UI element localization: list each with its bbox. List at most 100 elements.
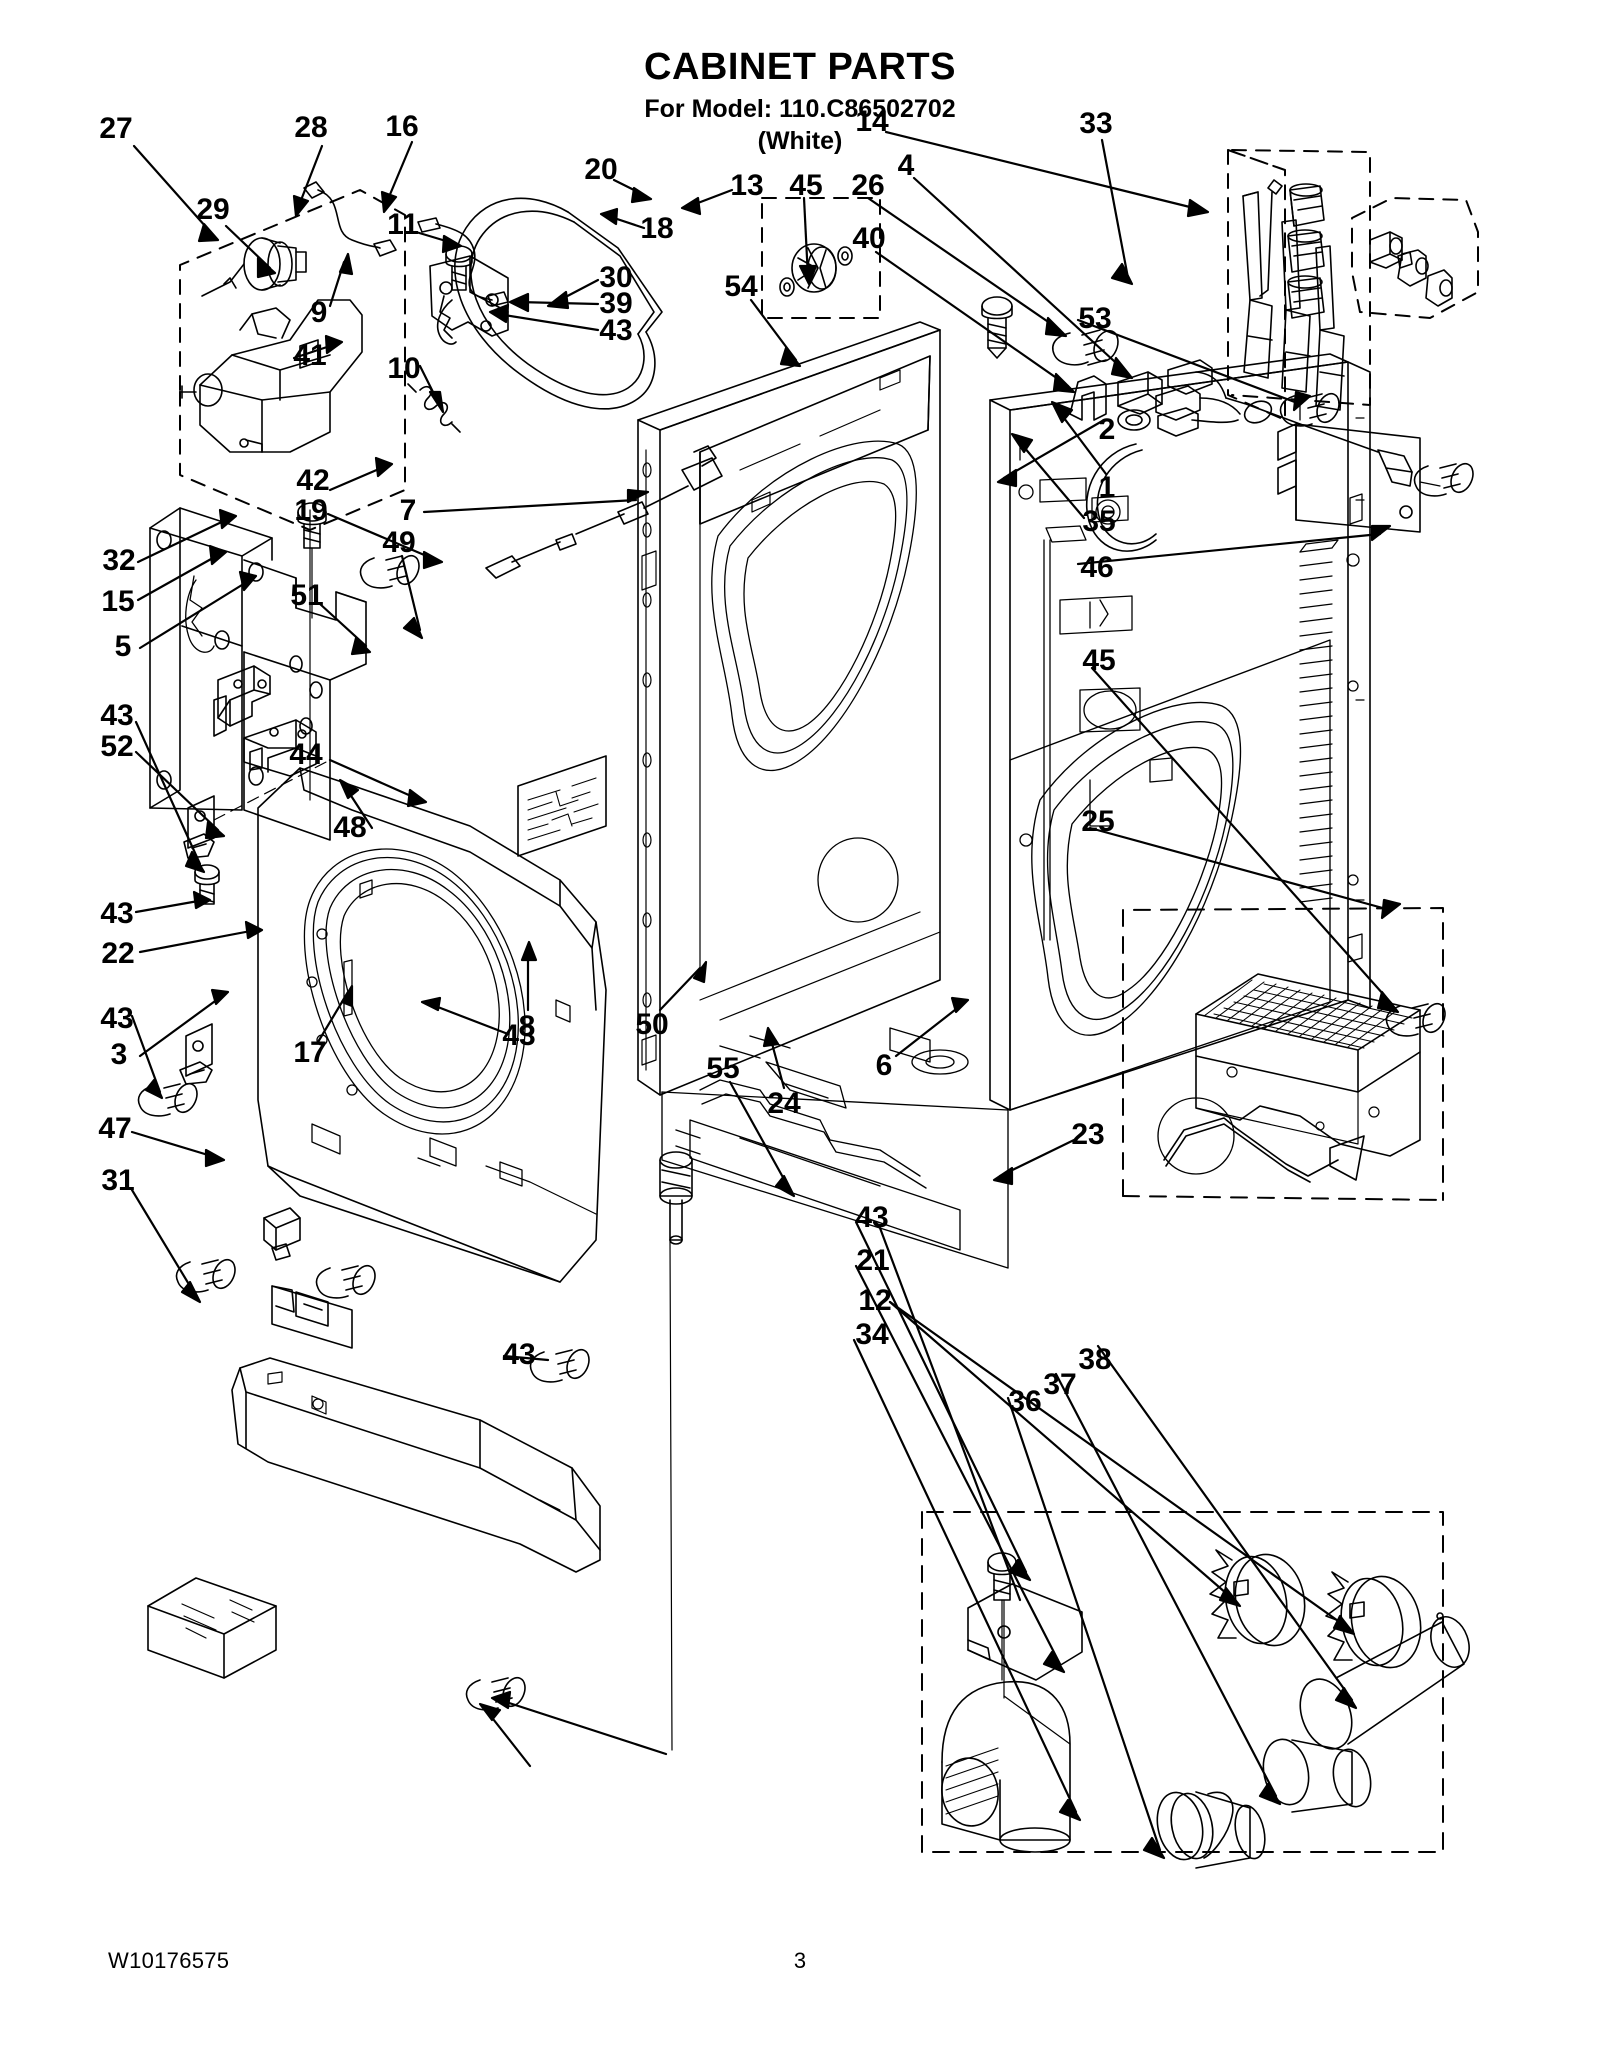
callout-idler-assembly-group[interactable]: 13 <box>730 169 764 202</box>
callout-idler-washer[interactable]: 20 <box>584 153 618 186</box>
callout-lint-screen[interactable]: 6 <box>875 1049 893 1082</box>
callout-exhaust-coupler[interactable]: 37 <box>1043 1368 1077 1401</box>
callout-front-panel[interactable]: 51 <box>290 579 324 612</box>
group-outline-strain-relief <box>1351 197 1479 319</box>
top-panel-bracket <box>699 355 931 525</box>
callout-exhaust-duct[interactable]: 38 <box>1078 1343 1112 1376</box>
callout-screw-43-c[interactable]: 43 <box>100 897 134 930</box>
callout-idler-pulley[interactable]: 18 <box>640 212 674 245</box>
callout-top-panel-bracket[interactable]: 54 <box>724 270 758 303</box>
callout-wiring-diagram-label[interactable]: 49 <box>382 526 416 559</box>
strain-relief-clips <box>1369 231 1453 307</box>
callout-terminal-block-group[interactable]: 14 <box>855 105 889 138</box>
callout-toe-panel[interactable]: 47 <box>98 1112 132 1145</box>
rear-panel <box>1347 361 1371 1009</box>
thermistor-harness <box>485 445 723 579</box>
callout-wire-harness-short[interactable]: 28 <box>294 111 328 144</box>
callout-belt-switch-lever[interactable]: 15 <box>101 585 135 618</box>
callout-vent-cap[interactable]: 12 <box>858 1284 892 1317</box>
document-number: W10176575 <box>108 1948 230 1973</box>
door-opening <box>303 848 526 1135</box>
callout-screw-53[interactable]: 53 <box>1078 302 1112 335</box>
toe-panel <box>231 1357 601 1573</box>
callout-lint-screen-handle[interactable]: 23 <box>1071 1118 1105 1151</box>
callout-exhaust-clamp[interactable]: 36 <box>1008 1385 1042 1418</box>
callout-thermostat-harness[interactable]: 4 <box>897 149 915 182</box>
callout-motor-clamp[interactable]: 9 <box>310 296 328 329</box>
blower-wheel <box>201 237 307 297</box>
callout-door-catch[interactable]: 22 <box>101 937 135 970</box>
motor-mount-bracket <box>149 507 367 841</box>
screw-45-top <box>981 296 1013 359</box>
screw-17 <box>315 1264 376 1299</box>
callout-screw-45-top[interactable]: 45 <box>789 169 823 202</box>
leader-lines <box>130 130 1402 1860</box>
callout-screw-45-lower[interactable]: 45 <box>1082 644 1116 677</box>
callout-screw-26[interactable]: 26 <box>851 169 885 202</box>
callout-screw-43-e[interactable]: 43 <box>502 1019 536 1052</box>
callout-motor-mount-bracket[interactable]: 32 <box>102 544 136 577</box>
callout-idler-lever[interactable]: 39 <box>599 287 633 320</box>
callout-leveling-leg[interactable]: 8 <box>518 1010 536 1043</box>
callout-rear-panel[interactable]: 35 <box>1082 505 1116 538</box>
thermostat-harness <box>1085 359 1413 552</box>
callout-motor-assembly-group[interactable]: 27 <box>99 112 133 145</box>
callout-door-gasket[interactable]: 48 <box>333 811 367 844</box>
callout-wire-harness-long[interactable]: 16 <box>385 110 419 143</box>
door-catch <box>263 1207 301 1261</box>
callout-lint-screen-group[interactable]: 25 <box>1081 805 1115 838</box>
screw-43-e <box>529 1348 590 1383</box>
callout-terminal-cover[interactable]: 1 <box>1098 471 1116 504</box>
screw-42 <box>359 554 420 589</box>
clip-40 <box>1069 375 1107 421</box>
door-strike <box>271 1285 353 1349</box>
callout-door-strike-bracket[interactable]: 52 <box>100 730 134 763</box>
group-outline-exhaust <box>921 1511 1444 1853</box>
callout-cabinet[interactable]: 24 <box>767 1087 801 1120</box>
callout-idler-bracket-screw[interactable]: 11 <box>387 208 419 241</box>
callout-drive-belt[interactable]: 30 <box>599 261 633 294</box>
callout-blower-wheel[interactable]: 29 <box>196 193 230 226</box>
callout-clip-40[interactable]: 40 <box>852 222 886 255</box>
callout-door-strike[interactable]: 3 <box>110 1038 128 1071</box>
callout-screw-43-d[interactable]: 43 <box>100 1002 134 1035</box>
idler-pulley <box>779 243 853 297</box>
exhaust-duct <box>1299 1612 1470 1750</box>
callout-thermistor-harness[interactable]: 19 <box>294 494 328 527</box>
callout-screw-43-b[interactable]: 43 <box>100 699 134 732</box>
callout-exhaust-elbow[interactable]: 34 <box>855 1318 889 1351</box>
terminal-block-group <box>1242 179 1345 411</box>
callout-screw-43-f[interactable]: 43 <box>502 1338 536 1371</box>
callout-door-seal[interactable]: 44 <box>289 738 323 771</box>
callout-cabinet-side-vent[interactable]: 46 <box>1080 551 1114 584</box>
callout-exhaust-cover-plate[interactable]: 21 <box>856 1244 890 1277</box>
exhaust-elbow <box>941 1680 1071 1853</box>
callout-idler-spring[interactable]: 10 <box>387 352 421 385</box>
belt-switch-lever <box>213 665 271 737</box>
callout-screw-43-a[interactable]: 43 <box>599 314 633 347</box>
callout-screw-42[interactable]: 42 <box>296 464 330 497</box>
callout-screw-41[interactable]: 41 <box>293 339 327 372</box>
terminal-cover <box>1277 423 1441 533</box>
callout-front-bulkhead[interactable]: 7 <box>399 494 417 527</box>
leveling-leg <box>659 1151 693 1245</box>
group-outline-motor <box>179 189 406 531</box>
group-outline-idler <box>761 197 881 319</box>
color-variant: (White) <box>757 127 843 156</box>
callout-strain-relief-group[interactable]: 33 <box>1079 107 1113 140</box>
cabinet <box>989 353 1363 1111</box>
callout-exhaust-parts-group[interactable]: 55 <box>706 1052 740 1085</box>
belt-switch <box>243 719 317 777</box>
callout-belt-switch[interactable]: 5 <box>114 630 132 663</box>
screw-43-d <box>175 1258 236 1293</box>
callout-base-assembly[interactable]: 50 <box>635 1008 669 1041</box>
callout-screw-43-g[interactable]: 43 <box>855 1201 889 1234</box>
callout-power-cord[interactable]: 2 <box>1098 413 1116 446</box>
page-header: CABINET PARTS For Model: 110.C86502702 (… <box>0 47 1600 156</box>
screw-45-lower <box>1385 1002 1446 1037</box>
callout-screw-17[interactable]: 17 <box>293 1036 327 1069</box>
group-outline-lint-screen <box>1122 907 1444 1201</box>
callout-literature-packet[interactable]: 31 <box>101 1164 135 1197</box>
